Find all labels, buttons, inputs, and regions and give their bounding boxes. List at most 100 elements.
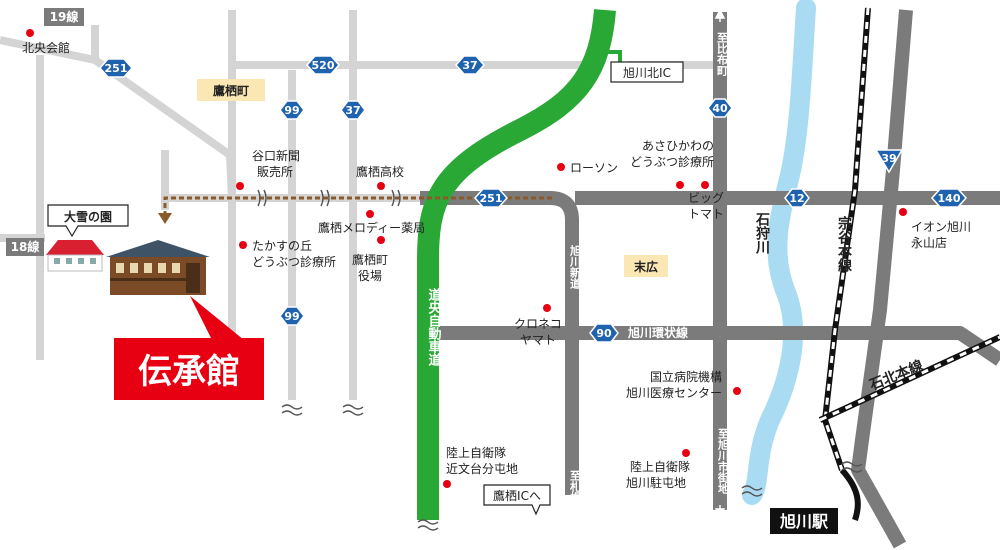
label-kuroneko-2: ヤマト xyxy=(520,333,556,347)
rail-sekihoku-dash xyxy=(819,335,1000,422)
label-takasu-hs: 鷹栖高校 xyxy=(356,164,404,179)
street-tag-18 xyxy=(6,238,44,256)
expressway xyxy=(417,9,616,520)
break-e xyxy=(342,404,364,416)
label-big-tomato-1: ビッグ xyxy=(688,191,724,205)
label-zoo-2: どうぶつ診療所 xyxy=(630,154,714,169)
marker-kuroneko xyxy=(543,304,551,312)
break-d xyxy=(281,404,303,416)
area-labels: 鷹栖町 末広 xyxy=(197,79,668,277)
label-to-sapporo: 至札幌 xyxy=(569,470,583,504)
street-tag-19-text: 19線 xyxy=(50,9,79,24)
label-to-kita: 至比布町 xyxy=(716,32,729,77)
shield-39-text: 39 xyxy=(881,152,896,165)
shield-99-a: 99 xyxy=(279,100,305,120)
access-route xyxy=(163,196,552,215)
label-townhall-2: 役場 xyxy=(358,268,382,283)
access-route-arrow xyxy=(158,213,172,224)
label-takasunooka-1: たかすの丘 xyxy=(252,239,312,253)
rail-lines xyxy=(818,7,1000,521)
label-kanjo: 旭川環状線 xyxy=(627,325,688,340)
label-aeon-1: イオン旭川 xyxy=(911,220,971,234)
label-to-city: 至旭川市街地 xyxy=(717,428,731,494)
label-soya: 宗谷本線 xyxy=(836,215,852,273)
ishikari-river xyxy=(742,0,816,505)
shield-40-text: 40 xyxy=(712,102,728,115)
ic-callouts: 旭川北IC 鷹栖ICへ xyxy=(483,61,684,516)
break-f xyxy=(417,519,439,531)
marker-zoo xyxy=(701,181,709,189)
street-tags: 19線 18線 xyxy=(6,8,84,256)
marker-aeon xyxy=(899,208,907,216)
shield-520-text: 520 xyxy=(312,59,335,72)
marker-takasu-hs xyxy=(377,182,385,190)
break-b xyxy=(320,189,330,207)
break-a xyxy=(257,189,267,207)
area-suehiro-bg xyxy=(624,255,668,277)
road-breaks xyxy=(257,189,863,531)
marker-sdf-konbun xyxy=(443,480,451,488)
marker-hokuo xyxy=(26,29,34,37)
label-townhall-1: 鷹栖町 xyxy=(352,252,388,267)
shield-37-b: 37 xyxy=(340,100,366,120)
access-route-line xyxy=(163,196,552,215)
ic-north-label: 旭川北IC xyxy=(623,66,671,80)
label-aeon-2: 永山店 xyxy=(911,236,947,250)
label-taniguchi-2: 販売所 xyxy=(257,164,293,179)
oyuki-label: 大雪の園 xyxy=(64,209,112,224)
marker-hospital xyxy=(733,387,741,395)
label-sdf-asahikawa-2: 旭川駐屯地 xyxy=(626,475,686,490)
marker-lawson xyxy=(557,163,565,171)
direction-arrows xyxy=(566,8,726,519)
rail-station-line xyxy=(839,467,861,521)
shield-99-b-text: 99 xyxy=(284,310,299,323)
ic-takasu-box xyxy=(483,484,551,516)
arrow-sapporo-head xyxy=(566,508,578,519)
label-shindo: 旭川新道 xyxy=(569,244,583,290)
label-lawson: ローソン xyxy=(570,161,618,175)
shield-90: 90 xyxy=(589,323,619,343)
shield-37-a-text: 37 xyxy=(462,59,477,72)
ic-north-box xyxy=(610,61,684,83)
street-tag-18-text: 18線 xyxy=(11,239,40,254)
shield-39: 39 xyxy=(874,149,904,174)
marker-taniguchi xyxy=(236,182,244,190)
marker-townhall xyxy=(377,236,385,244)
shield-520: 520 xyxy=(305,55,341,75)
poi-markers xyxy=(26,29,907,488)
break-h xyxy=(841,461,863,473)
road-39 xyxy=(851,9,913,549)
denshokan-building-icon xyxy=(106,240,210,295)
label-sdf-konbun-1: 陸上自衛隊 xyxy=(446,445,506,460)
label-taniguchi-1: 谷口新聞 xyxy=(252,148,300,163)
label-melody: 鷹栖メロディー薬局 xyxy=(318,220,425,235)
label-hospital-1: 国立病院機構 xyxy=(650,369,722,384)
shield-90-text: 90 xyxy=(596,327,612,340)
marker-melody xyxy=(366,210,374,218)
denshokan-callout-pointer xyxy=(190,296,244,340)
shield-140-text: 140 xyxy=(938,192,961,205)
station: 旭川駅 xyxy=(770,508,838,534)
marker-takasunooka xyxy=(239,241,247,249)
shield-37-b-text: 37 xyxy=(345,104,360,117)
shield-251-a-text: 251 xyxy=(105,62,128,75)
label-sdf-asahikawa-1: 陸上自衛隊 xyxy=(630,459,690,474)
label-hospital-2: 旭川医療センター xyxy=(626,386,722,400)
arrow-kita-head xyxy=(714,8,726,19)
route-shields: 251 520 37 99 37 251 40 12 xyxy=(98,55,968,343)
shield-99-a-text: 99 xyxy=(284,104,299,117)
arrow-city-head xyxy=(714,508,726,519)
break-c xyxy=(391,189,401,207)
buildings: 大雪の園 伝承館 xyxy=(46,204,264,400)
shield-251-b-text: 251 xyxy=(480,192,503,205)
label-kuroneko-1: クロネコ xyxy=(514,317,562,331)
label-ishikari: 石狩川 xyxy=(754,212,771,254)
oyuki-house-icon xyxy=(46,240,104,272)
label-big-tomato-2: トマト xyxy=(688,207,724,221)
denshokan-label: 伝承館 xyxy=(138,352,240,392)
area-takasu-bg xyxy=(197,79,265,101)
denshokan-callout xyxy=(114,338,264,400)
label-zoo-1: あさひかわの xyxy=(642,139,714,153)
